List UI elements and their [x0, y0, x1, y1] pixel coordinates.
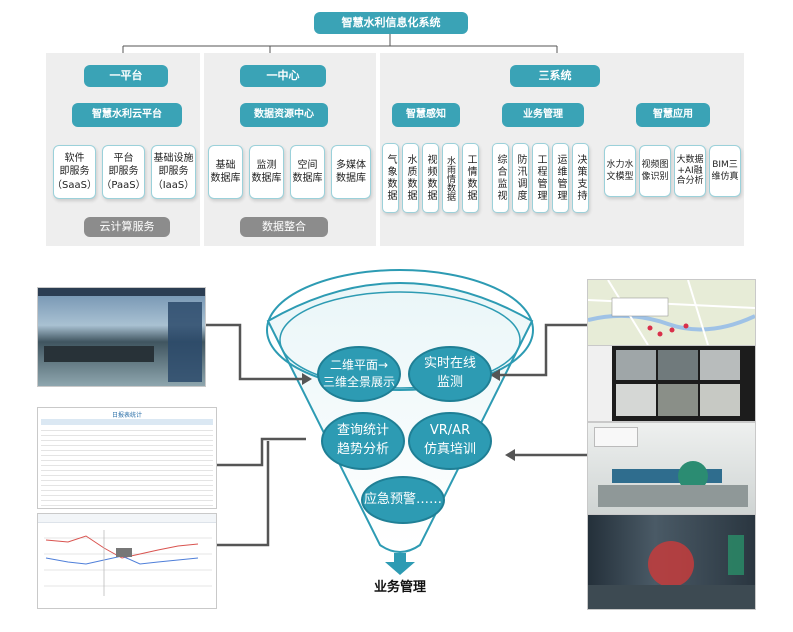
center-footer: 数据整合: [240, 217, 328, 237]
platform-sub: 智慧水利云平台: [72, 103, 182, 127]
platform-item-iaas: 基础设施 即服务 （IaaS）: [151, 145, 196, 199]
platform-title: 一平台: [84, 65, 168, 87]
center-item-spatial-db: 空间 数据库: [290, 145, 325, 199]
funnel-item-emergency: 应急预警……: [361, 476, 445, 524]
business-item-monitor: 综合监视: [492, 143, 509, 213]
center-item-monitor-db: 监测 数据库: [249, 145, 284, 199]
funnel-item-realtime-monitor: 实时在线 监测: [408, 346, 492, 402]
root-title: 智慧水利信息化系统: [314, 12, 468, 34]
business-item-engineering: 工程管理: [532, 143, 549, 213]
thumbnail-trend-chart: [37, 513, 217, 609]
center-item-basic-db: 基础 数据库: [208, 145, 243, 199]
sensing-item-quality: 水质数据: [402, 143, 419, 213]
business-item-flood: 防汛调度: [512, 143, 529, 213]
platform-item-paas: 平台 即服务 （PaaS）: [101, 145, 146, 199]
funnel-item-vr-ar: VR/AR 仿真培训: [408, 412, 492, 470]
center-sub: 数据资源中心: [240, 103, 328, 127]
group-sensing-label: 智慧感知: [392, 103, 460, 127]
systems-title: 三系统: [510, 65, 600, 87]
thumbnail-pump-model: [587, 422, 756, 516]
thumbnail-video-monitor: [587, 345, 756, 422]
app-item-bigdata-ai: 大数据 +AI融 合分析: [674, 145, 706, 197]
thumbnail-map: [587, 279, 756, 346]
app-item-hydro-model: 水力水 文模型: [604, 145, 636, 197]
center-item-media-db: 多媒体 数据库: [331, 145, 371, 199]
thumbnail-report-table: 日报表统计: [37, 407, 217, 509]
platform-footer: 云计算服务: [84, 217, 170, 237]
funnel-item-3d-display: 二维平面→ 三维全景展示: [317, 346, 401, 402]
group-app-label: 智慧应用: [636, 103, 710, 127]
business-item-ops: 运维管理: [552, 143, 569, 213]
sensing-item-weather: 气象数据: [382, 143, 399, 213]
funnel-output-label: 业务管理: [373, 580, 426, 595]
thumbnail-3d-scene: [37, 287, 206, 387]
center-title: 一中心: [240, 65, 326, 87]
app-item-bim: BIM三 维仿真: [709, 145, 741, 197]
report-table-title: 日报表统计: [111, 412, 142, 419]
sensing-item-rain: 水雨情数据: [442, 143, 459, 213]
sensing-item-works: 工情数据: [462, 143, 479, 213]
sensing-item-video: 视频数据: [422, 143, 439, 213]
funnel-item-query-stats: 查询统计 趋势分析: [321, 412, 405, 470]
group-business-label: 业务管理: [502, 103, 584, 127]
business-item-decision: 决策支持: [572, 143, 589, 213]
platform-item-saas: 软件 即服务 （SaaS）: [52, 145, 97, 199]
app-item-video-recognition: 视频图 像识别: [639, 145, 671, 197]
thumbnail-vr-training: [587, 514, 756, 610]
